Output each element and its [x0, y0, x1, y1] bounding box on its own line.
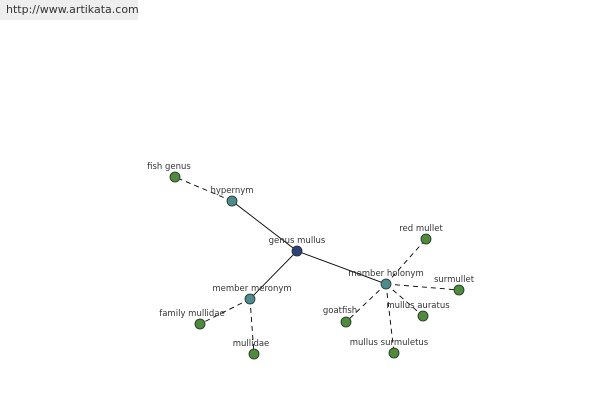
node-label: goatfish: [323, 306, 357, 316]
node-label: mullus auratus: [386, 301, 450, 311]
edge-genus-mullus-to-member-holonym: [296, 250, 387, 285]
node-label: family mullidae: [159, 309, 225, 319]
edge-genus-mullus-to-member-meronym: [249, 250, 298, 300]
node-family-mullidae[interactable]: family mullidae: [159, 309, 225, 330]
node-circle[interactable]: [248, 348, 260, 360]
node-label: mullus surmuletus: [350, 338, 429, 348]
node-label: member holonym: [348, 269, 423, 279]
node-label: surmullet: [434, 275, 475, 285]
graph-nodes: genus mullus hypernym member meronym member…: [147, 162, 475, 360]
edge-member-holonym-to-mullus-surmuletus: [385, 283, 395, 354]
node-circle[interactable]: [388, 347, 400, 359]
node-circle[interactable]: [291, 245, 303, 257]
node-label: mullidae: [233, 339, 270, 349]
node-circle[interactable]: [340, 316, 352, 328]
node-circle[interactable]: [244, 293, 256, 305]
node-circle[interactable]: [226, 195, 238, 207]
edge-member-holonym-to-goatfish: [345, 283, 387, 323]
source-url[interactable]: http://www.artikata.com: [0, 0, 139, 20]
node-circle[interactable]: [194, 318, 206, 330]
node-label: hypernym: [210, 186, 253, 196]
node-label: fish genus: [147, 162, 191, 172]
node-circle[interactable]: [380, 278, 392, 290]
node-member-holonym[interactable]: member holonym: [348, 269, 424, 290]
node-label: red mullet: [399, 224, 443, 234]
node-hypernym[interactable]: hypernym: [210, 186, 254, 207]
edge-hypernym-to-fish-genus: [174, 176, 233, 202]
node-circle[interactable]: [420, 233, 432, 245]
edge-member-meronym-to-mullidae: [249, 298, 255, 355]
node-mullidae[interactable]: mullidae: [233, 339, 270, 360]
edge-genus-mullus-to-hypernym: [231, 200, 298, 252]
node-circle[interactable]: [417, 310, 429, 322]
node-circle[interactable]: [169, 171, 181, 183]
node-fish-genus[interactable]: fish genus: [147, 162, 191, 183]
node-mullus-surmuletus[interactable]: mullus surmuletus: [350, 338, 429, 359]
edge-member-meronym-to-family-mullidae: [199, 298, 251, 325]
node-genus-mullus[interactable]: genus mullus: [269, 236, 326, 257]
node-mullus-auratus[interactable]: mullus auratus: [386, 301, 450, 322]
edge-member-holonym-to-surmullet: [385, 283, 460, 291]
node-goatfish[interactable]: goatfish: [323, 306, 357, 328]
edge-member-holonym-to-red-mullet: [385, 238, 427, 285]
node-label: member meronym: [212, 284, 291, 294]
node-member-meronym[interactable]: member meronym: [212, 284, 292, 305]
node-red-mullet[interactable]: red mullet: [399, 224, 443, 245]
node-circle[interactable]: [453, 284, 465, 296]
graph-edges: [174, 176, 460, 355]
node-label: genus mullus: [269, 236, 326, 246]
node-surmullet[interactable]: surmullet: [434, 275, 475, 296]
edge-member-holonym-to-mullus-auratus: [385, 283, 424, 317]
